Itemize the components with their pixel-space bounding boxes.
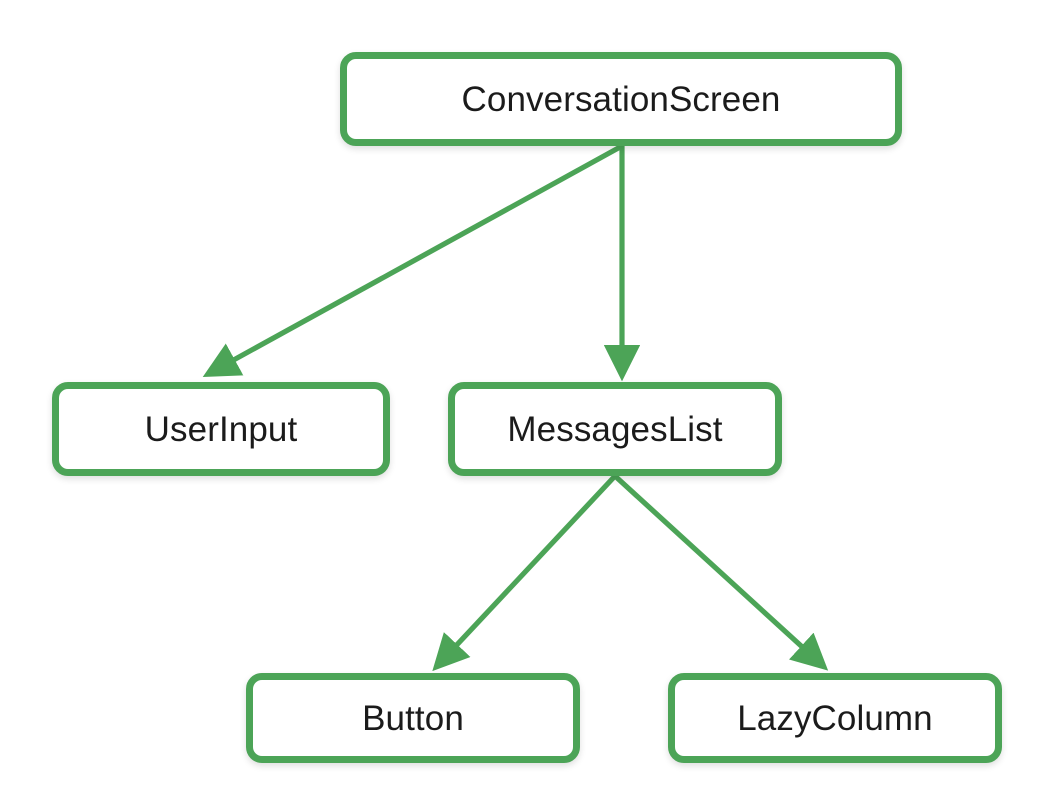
node-userinput[interactable]: UserInput [52,382,390,476]
node-messageslist[interactable]: MessagesList [448,382,782,476]
node-label-userinput: UserInput [144,409,298,449]
node-conversationscreen[interactable]: ConversationScreen [340,52,902,146]
node-lazycolumn[interactable]: LazyColumn [668,673,1002,763]
node-label-conversationscreen: ConversationScreen [461,79,781,119]
node-label-messageslist: MessagesList [507,409,723,449]
node-button[interactable]: Button [246,673,580,763]
node-label-button: Button [362,698,464,738]
node-label-lazycolumn: LazyColumn [737,698,933,738]
